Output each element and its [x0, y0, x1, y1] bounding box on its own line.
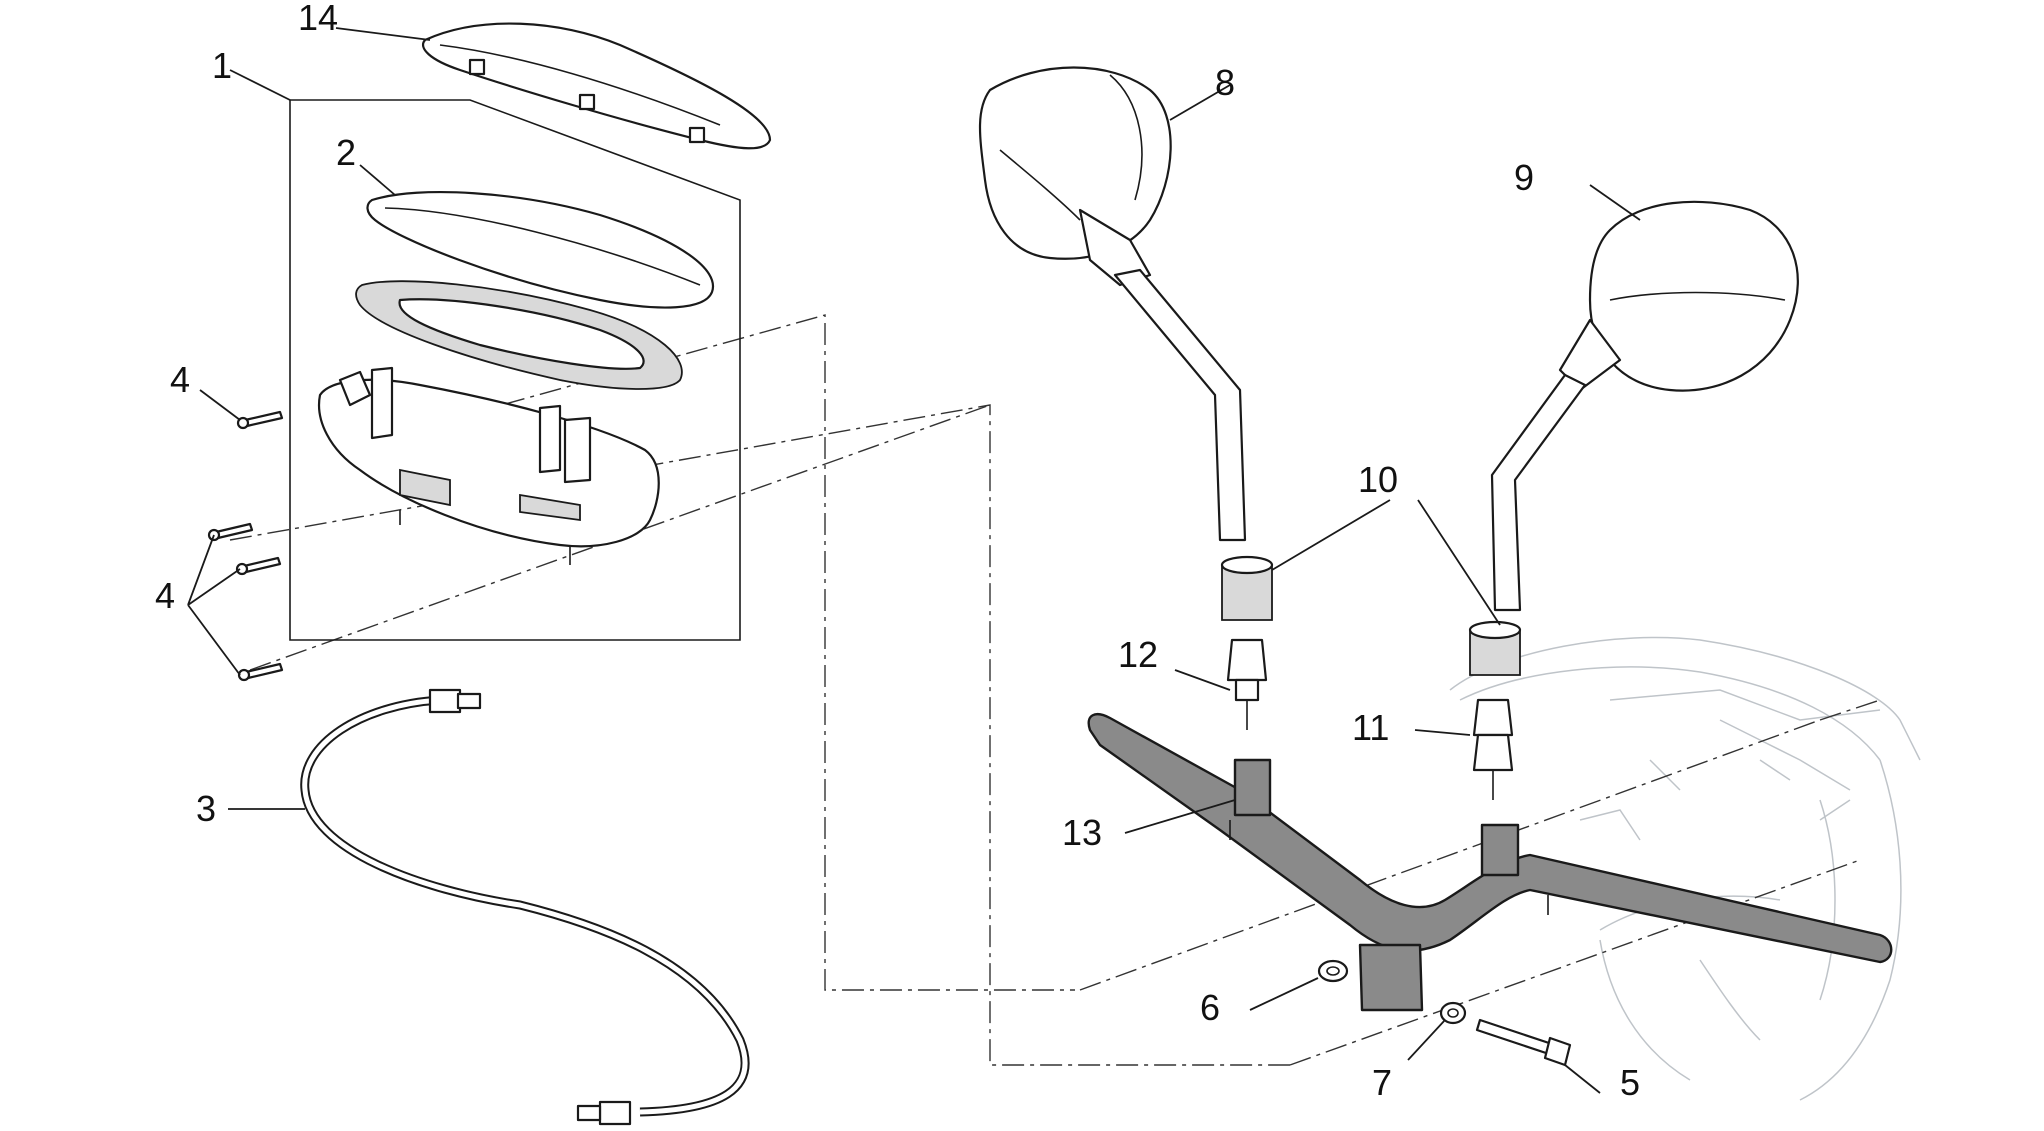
callout-2: 2	[336, 132, 356, 173]
mirror-right	[1490, 200, 1799, 612]
mirror-left	[978, 66, 1247, 542]
washer-7	[1439, 1001, 1467, 1025]
speedometer-cable	[300, 688, 750, 1126]
callout-3: 3	[196, 788, 216, 829]
callout-7: 7	[1372, 1062, 1392, 1103]
bush-right	[1468, 620, 1522, 676]
callout-13: 13	[1062, 812, 1102, 853]
washer-6	[1317, 959, 1349, 983]
callout-4-bottom: 4	[155, 575, 175, 616]
screw-set	[207, 410, 284, 682]
instrument-lens	[366, 190, 715, 309]
callout-14: 14	[298, 0, 338, 38]
callout-12: 12	[1118, 634, 1158, 675]
leader-lines	[187, 27, 1641, 1094]
bolt-5	[1475, 1018, 1572, 1067]
adapter-nut-right	[1472, 698, 1514, 800]
callout-9: 9	[1514, 157, 1534, 198]
instrument-cover	[422, 22, 772, 150]
callout-5: 5	[1620, 1062, 1640, 1103]
instrument-gasket	[355, 280, 683, 390]
callout-11: 11	[1352, 707, 1389, 748]
bush-left	[1220, 555, 1274, 621]
handlebar	[1087, 713, 1893, 1012]
adapter-nut-left	[1226, 638, 1268, 730]
instrument-kit-frame	[289, 99, 741, 641]
callout-8: 8	[1215, 62, 1235, 103]
callout-1: 1	[212, 45, 232, 86]
callout-4-top: 4	[170, 359, 190, 400]
callout-6: 6	[1200, 987, 1220, 1028]
callout-10: 10	[1358, 459, 1398, 500]
instrument-housing	[317, 366, 660, 565]
